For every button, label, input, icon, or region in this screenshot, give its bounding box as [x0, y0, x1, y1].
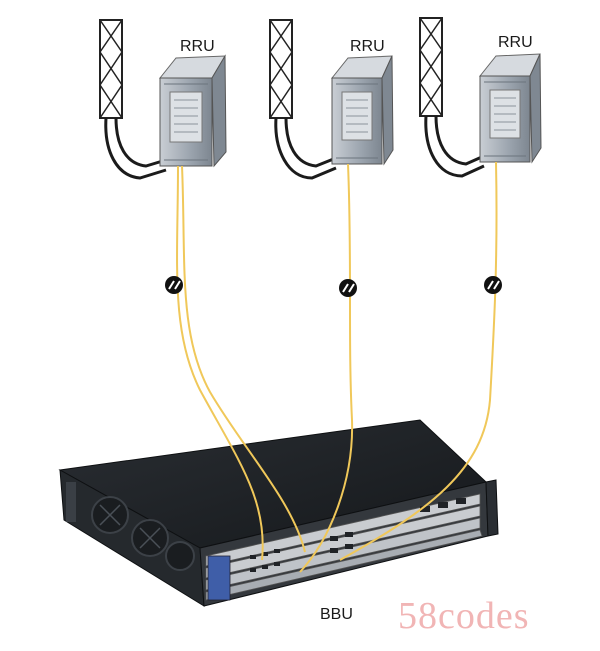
fiber-cables: [176, 161, 498, 573]
antenna-2: [269, 19, 293, 119]
rru-label-2: RRU: [350, 38, 385, 55]
rru-unit-1: [158, 54, 227, 168]
fiber-connector-1: [165, 276, 183, 294]
watermark: 58codes: [398, 595, 530, 637]
fiber-connector-3: [484, 276, 502, 294]
rru-label-1: RRU: [180, 38, 215, 55]
antenna-cables-3: [424, 115, 485, 178]
fiber-cable-1: [176, 165, 264, 561]
bbu-label: BBU: [320, 606, 353, 623]
fiber-cable-2: [299, 163, 354, 573]
antenna-3: [419, 17, 443, 117]
antenna-cables-2: [274, 117, 337, 180]
fiber-cable-1b: [181, 165, 306, 553]
bbu-chassis: [58, 419, 499, 607]
rru-unit-3: [478, 53, 542, 164]
antenna-cables-1: [104, 117, 167, 180]
rru-label-3: RRU: [498, 34, 533, 51]
fiber-connector-2: [339, 279, 357, 297]
fiber-cable-3: [339, 161, 498, 561]
rru-unit-2: [330, 55, 394, 166]
antenna-1: [99, 19, 123, 119]
